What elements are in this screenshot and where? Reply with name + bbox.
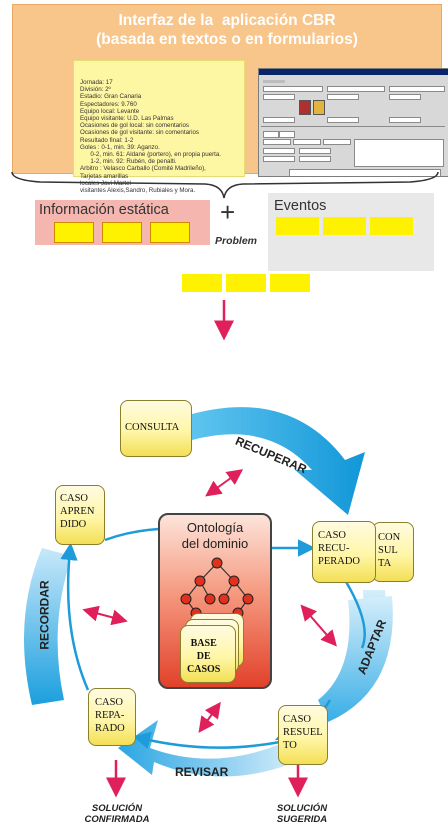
form-field [293, 139, 321, 145]
form-field [299, 148, 331, 154]
consulta-small-node: CON SUL TA [372, 522, 414, 582]
info-slot [54, 222, 94, 243]
event-slot [323, 217, 366, 235]
problem-label: Problem [215, 235, 258, 247]
match-report-line: Resultado final: 1-2 [80, 136, 134, 144]
solucion-sugerida-label: SOLUCIÓN SUGERIDA [276, 803, 328, 825]
info-slot [102, 222, 142, 243]
caso-resuelto-node: CASO RESUEL TO [278, 705, 328, 765]
plus-sign: + [220, 197, 236, 227]
form-label [263, 80, 285, 83]
static-info-label: Información estática [39, 202, 169, 218]
ontology-graph-icon [180, 557, 254, 619]
ontology-box: Ontología del dominio BASE D [158, 513, 272, 689]
form-field [389, 117, 421, 123]
brace-icon [11, 171, 439, 199]
adaptar-band-wide [318, 596, 393, 722]
interface-title: Interfaz de la aplicación CBR (basada en… [96, 12, 358, 48]
form-field [389, 94, 421, 100]
form-field [263, 86, 323, 92]
caso-recuperado-text: CASO RECU- PERADO [318, 530, 361, 567]
match-report-line: visitantes Alexis,Sandro, Rubiales y Mor… [80, 187, 196, 195]
query-slot [270, 274, 310, 292]
match-report-line: Ocasiones de gol local: sin comentarios [80, 122, 190, 130]
match-report-line: Equipo visitante: U.D. Las Palmas [80, 115, 174, 123]
match-report-line: Arbitro : Velasco Carballo (Comité Madri… [80, 165, 206, 173]
caso-reparado-node: CASO REPA- RADO [88, 688, 136, 746]
event-slot [370, 217, 413, 235]
match-report-line: Espectadores: 9.760 [80, 100, 137, 108]
recordar-band [24, 548, 72, 705]
form-field [263, 117, 295, 123]
match-report-line: Tarjetas amarillas [80, 172, 129, 180]
form-field [327, 86, 385, 92]
form-field [389, 86, 445, 92]
form-field [299, 156, 331, 162]
caso-recuperado-node: CASO RECU- PERADO [312, 521, 376, 583]
app-interface-panel: Interfaz de la aplicación CBR (basada en… [12, 4, 448, 194]
events-label: Eventos [274, 198, 327, 214]
match-report-line: Estadio: Gran Canaria [80, 93, 142, 101]
consulta-node: CONSULTA [120, 400, 192, 457]
event-slot [276, 217, 319, 235]
form-tab [263, 131, 279, 138]
form-screenshot [258, 68, 448, 177]
form-field [323, 139, 351, 145]
match-report-line: Ocasiones de gol visitante: sin comentar… [80, 129, 199, 137]
match-report-line: Jornada: 17 [80, 79, 113, 86]
form-field [263, 148, 295, 154]
form-field [327, 94, 359, 100]
query-slot [182, 274, 222, 292]
form-field [327, 117, 359, 123]
match-report-line: 1-2, min. 92: Rubén, de penalti. [80, 158, 177, 166]
form-field [263, 156, 295, 162]
match-report-line: Goles : 0-1, min. 39: Aganzo. [80, 143, 160, 151]
match-report-line: 0-2, min. 61: Aldane (portero), en propi… [80, 151, 222, 159]
events-box: Eventos [268, 193, 434, 271]
caso-aprendido-node: CASO APREN DIDO [55, 485, 105, 545]
form-textarea [354, 139, 444, 167]
stage-revisar: REVISAR [175, 765, 229, 779]
team-crest-icon [299, 100, 311, 115]
team-crest-icon [313, 100, 325, 115]
base-casos-text: BASE DE CASOS [187, 638, 221, 675]
static-info-box: Información estática [35, 200, 210, 245]
recuperar-band [192, 407, 365, 515]
caso-aprendido-text: CASO APREN DIDO [60, 493, 95, 530]
form-field [263, 139, 291, 145]
stage-recordar: RECORDAR [37, 580, 52, 650]
match-report-line: Equipo local: Levante [80, 107, 140, 115]
base-casos-node: BASE DE CASOS [180, 625, 236, 683]
form-titlebar [259, 69, 448, 75]
form-textarea [289, 169, 441, 176]
form-divider [261, 126, 445, 127]
consulta-text: CONSULTA [125, 422, 180, 433]
solucion-confirmada-label: SOLUCIÓN CONFIRMADA [84, 803, 150, 825]
consulta-small-text: CON SUL TA [378, 532, 401, 569]
caso-resuelto-text: CASO RESUEL TO [283, 714, 323, 751]
form-tab [279, 131, 295, 138]
revisar-band [118, 720, 290, 777]
caso-reparado-text: CASO REPA- RADO [95, 697, 125, 734]
info-slot [150, 222, 190, 243]
query-slot [226, 274, 266, 292]
match-report-line: División: 2º [80, 86, 111, 94]
form-field [263, 94, 295, 100]
ontology-title: Ontología del dominio [181, 520, 249, 551]
